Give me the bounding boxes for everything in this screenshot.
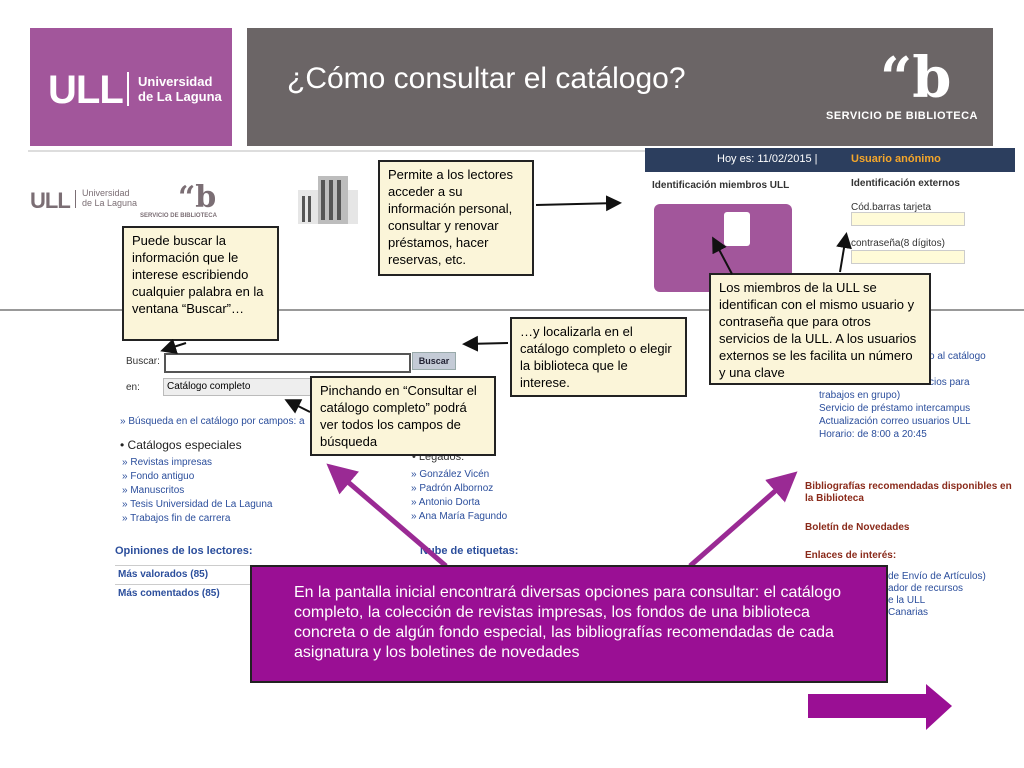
list-item[interactable]: Antonio Dorta (411, 496, 507, 510)
barcode-input[interactable] (851, 212, 965, 226)
header-logo-panel (30, 28, 232, 146)
ull-logo: ULL (48, 68, 124, 112)
right-links-list: o al catálogo cios para trabajos en grup… (805, 350, 1020, 441)
reader-opinions-title: Opiniones de los lectores: (115, 545, 253, 557)
list-item[interactable]: Padrón Albornoz (411, 482, 507, 496)
list-item[interactable]: Trabajos fin de carrera (122, 512, 273, 526)
list-item[interactable]: de Envío de Artículos) (888, 571, 986, 582)
most-commented-link[interactable]: Más comentados (85) (115, 584, 258, 603)
list-item[interactable]: Horario: de 8:00 a 20:45 (819, 429, 927, 440)
list-item[interactable]: Revistas impresas (122, 456, 273, 470)
field-search-link[interactable]: » Búsqueda en el catálogo por campos: a (120, 416, 305, 427)
scope-label: en: (126, 382, 140, 393)
mini-library-service: SERVICIO DE BIBLIOTECA (140, 213, 217, 219)
newsletter-link[interactable]: Boletín de Novedades (805, 522, 910, 533)
anonymous-user-link[interactable]: Usuario anónimo (851, 153, 941, 165)
list-item[interactable]: Fondo antiguo (122, 470, 273, 484)
mini-university-name: Universidad de La Laguna (82, 188, 138, 208)
list-item[interactable]: Canarias (888, 607, 929, 618)
external-login-title: Identificación externos (851, 178, 960, 189)
id-card-photo (724, 212, 750, 246)
library-service-name: SERVICIO DE BIBLIOTECA (826, 110, 978, 122)
info-box: En la pantalla inicial encontrará divers… (250, 565, 888, 683)
callout-members-login: Los miembros de la ULL se identifican co… (709, 273, 931, 385)
list-item[interactable]: Servicio de préstamo intercampus (819, 403, 971, 414)
list-item[interactable]: o al catálogo (929, 351, 986, 362)
callout-full-catalog: Pinchando en “Consultar el catálogo comp… (310, 376, 496, 456)
list-item[interactable]: González Vicén (411, 468, 507, 482)
tag-cloud-title: Nube de etiquetas: (420, 545, 519, 557)
divider (28, 150, 648, 152)
logo-separator (127, 72, 129, 106)
mini-library-logo: “b (178, 180, 217, 215)
callout-locate: …y localizarla en el catálogo completo o… (510, 317, 687, 397)
password-input[interactable] (851, 250, 965, 264)
mini-ull-logo: ULL (30, 188, 71, 213)
page-title: ¿Cómo consultar el catálogo? (287, 62, 686, 95)
building-image (298, 176, 358, 224)
list-item[interactable]: Manuscritos (122, 484, 273, 498)
today-date: Hoy es: 11/02/2015 | (717, 153, 818, 165)
list-item[interactable]: cios para (929, 377, 970, 388)
list-item[interactable]: trabajos en grupo) (819, 390, 901, 401)
barcode-label: Cód.barras tarjeta (851, 202, 932, 213)
special-catalogs-list: Revistas impresas Fondo antiguo Manuscri… (122, 456, 273, 526)
links-of-interest-title: Enlaces de interés: (805, 550, 897, 561)
university-name: Universidad de La Laguna (138, 74, 222, 104)
list-item[interactable]: Actualización correo usuarios ULL (819, 416, 971, 427)
catalog-select[interactable]: Catálogo completo (163, 378, 318, 396)
bibliographies-link[interactable]: Bibliografías recomendadas disponibles e… (805, 481, 1012, 504)
search-button[interactable]: Buscar (412, 352, 456, 370)
legacies-list: González Vicén Padrón Albornoz Antonio D… (411, 468, 507, 524)
interest-links-list: de Envío de Artículos) ador de recursos … (888, 571, 1018, 619)
ull-members-login-title: Identificación miembros ULL (652, 180, 790, 191)
list-item[interactable]: e la ULL (888, 595, 926, 606)
list-item[interactable]: ador de recursos (888, 583, 964, 594)
password-label: contraseña(8 dígitos) (851, 238, 945, 249)
mini-logo-separator (75, 190, 76, 208)
special-catalogs-heading: • Catálogos especiales (120, 438, 242, 452)
callout-search: Puede buscar la información que le inter… (122, 226, 279, 341)
next-arrow-icon (808, 684, 952, 730)
header-title-panel (247, 28, 993, 146)
list-item[interactable]: Ana María Fagundo (411, 510, 507, 524)
library-logo: “b (880, 45, 952, 111)
divider (0, 309, 1024, 311)
callout-personal-info: Permite a los lectores acceder a su info… (378, 160, 534, 276)
search-input[interactable] (164, 353, 411, 373)
most-rated-link[interactable]: Más valorados (85) (115, 565, 258, 584)
status-bar: Hoy es: 11/02/2015 | Usuario anónimo (645, 148, 1015, 172)
search-label: Buscar: (126, 356, 160, 367)
list-item[interactable]: Tesis Universidad de La Laguna (122, 498, 272, 512)
